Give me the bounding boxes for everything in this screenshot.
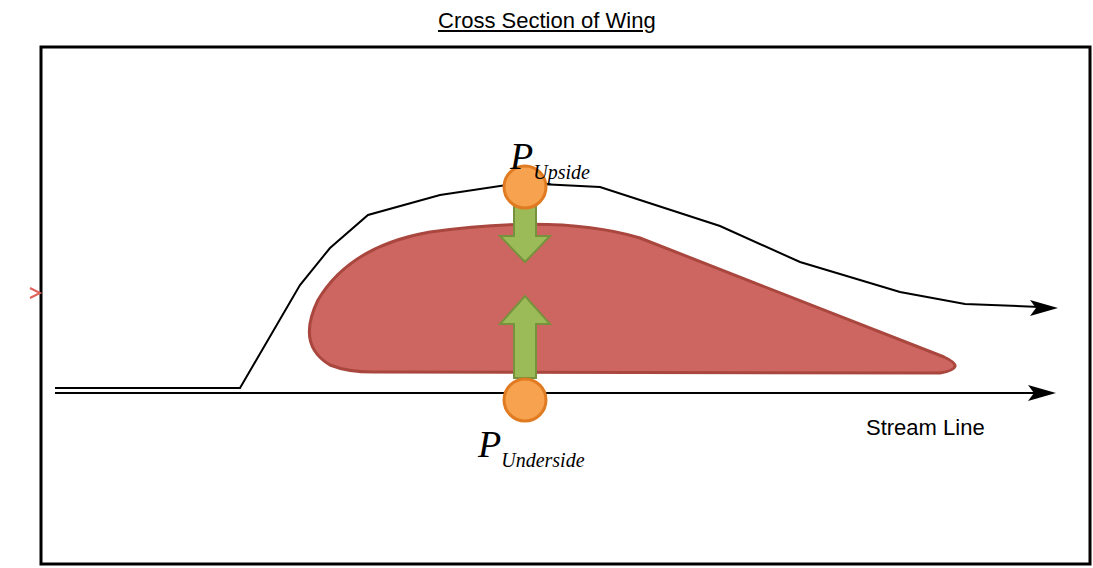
- arrow-head: [1030, 300, 1058, 316]
- pressure-label: PUnderside: [478, 422, 585, 472]
- frame: [41, 47, 1090, 564]
- stream-line-label: Stream Line: [866, 415, 985, 441]
- pressure-arrow: [500, 296, 550, 378]
- pressure-subscript: Upside: [533, 161, 590, 183]
- pressure-arrow: [500, 205, 550, 262]
- edge-mark: [30, 288, 40, 298]
- pressure-subscript: Underside: [501, 449, 584, 471]
- upper-stream-line: [55, 183, 1040, 388]
- pressure-label: PUpside: [510, 134, 590, 184]
- wing-section: [309, 224, 955, 373]
- pressure-symbol: P: [478, 423, 501, 465]
- diagram-title: Cross Section of Wing: [438, 8, 656, 34]
- pressure-symbol: P: [510, 135, 533, 177]
- pressure-point: [504, 379, 546, 421]
- lower-stream-line: [55, 392, 1040, 394]
- arrow-head: [1028, 385, 1056, 401]
